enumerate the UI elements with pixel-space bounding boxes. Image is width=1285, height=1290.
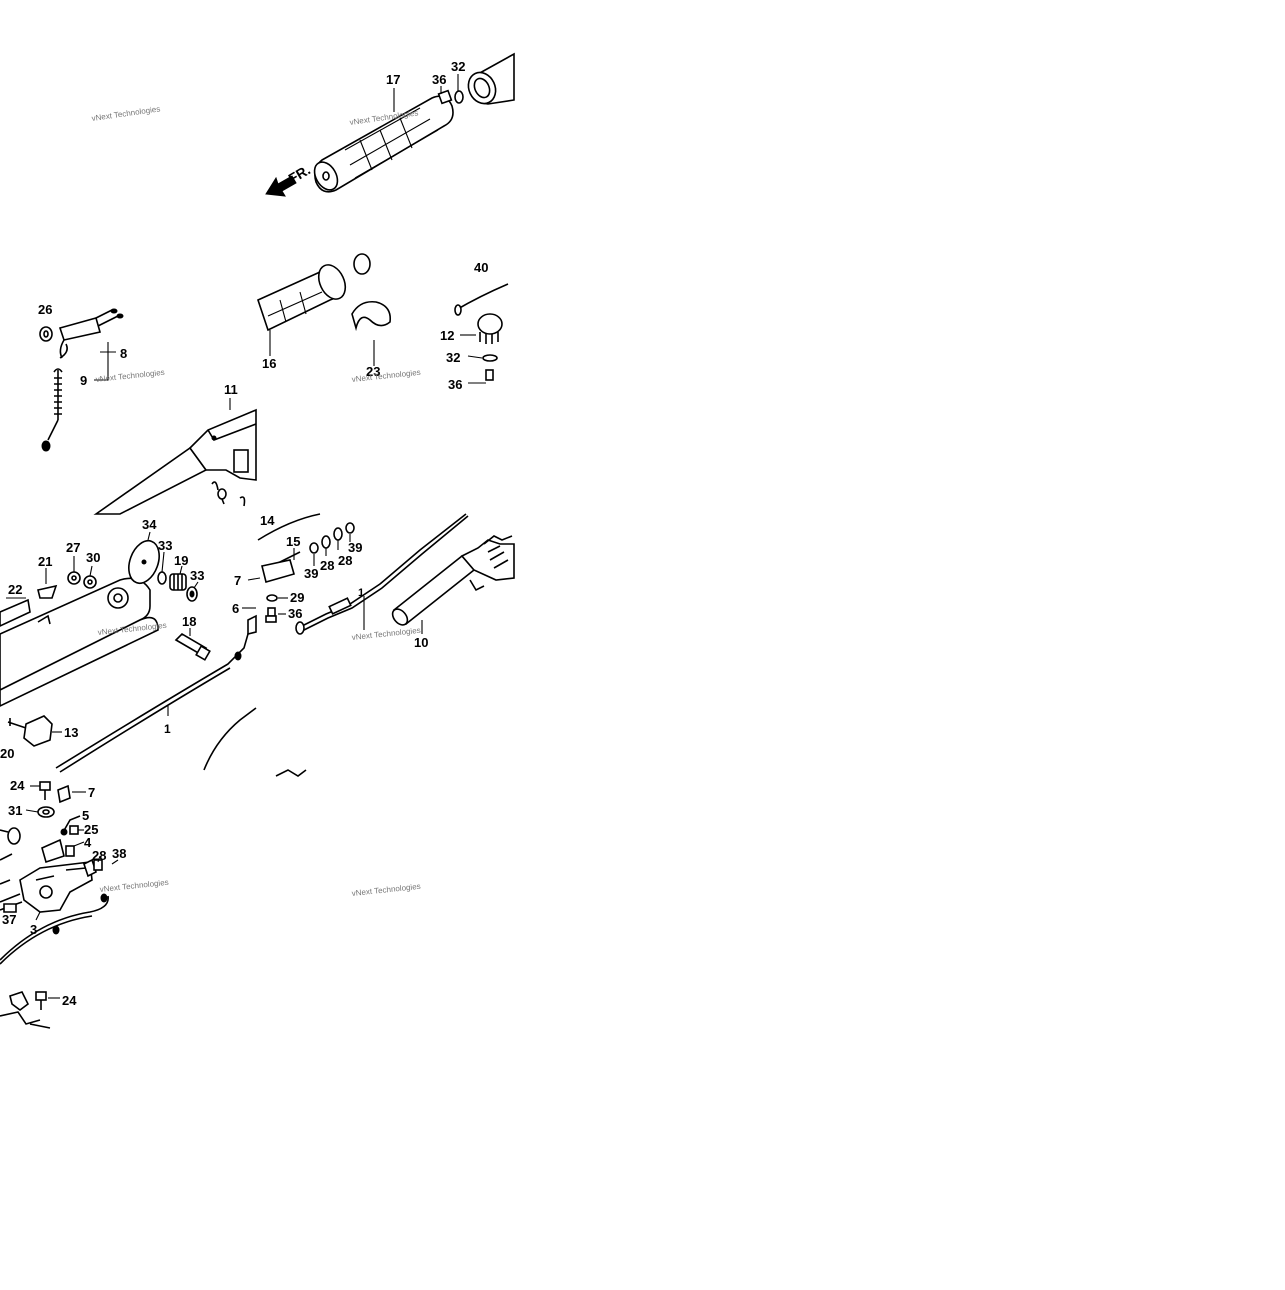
part-label-27: 27 [66, 540, 80, 555]
part-label-36: 36 [448, 377, 462, 392]
watermark: vNext Technologies [351, 626, 421, 642]
part-label-6: 6 [232, 601, 239, 616]
part-label-21: 21 [38, 554, 52, 569]
part-label-28: 28 [92, 848, 106, 863]
panel-throttle-housing: 16 23 40 12 32 36 vNext Technologies [257, 253, 509, 392]
part-label-39: 39 [304, 566, 318, 581]
part-label-17: 17 [386, 72, 400, 87]
part-label-36: 36 [288, 606, 302, 621]
grip-17 [313, 95, 454, 193]
part-label-16: 16 [262, 356, 276, 371]
part-label-20: 20 [0, 746, 14, 761]
watermark: vNext Technologies [91, 104, 161, 123]
part-label-28: 28 [338, 553, 352, 568]
panel-cable-tube: 14 15 7 39 28 28 39 6 29 36 vN [232, 513, 515, 777]
part-label-12: 12 [440, 328, 454, 343]
part-label-18: 18 [182, 614, 196, 629]
part-label-36: 36 [432, 72, 446, 87]
part-label-33: 33 [190, 568, 204, 583]
watermark: vNext Technologies [99, 878, 169, 894]
part-label-24: 24 [10, 778, 25, 793]
part-label-1: 1 [358, 587, 364, 599]
part-label-19: 19 [174, 553, 188, 568]
part-label-10: 10 [414, 635, 428, 650]
part-label-1: 1 [164, 722, 171, 736]
panel-tiller-arm: 22 21 27 30 34 33 19 33 18 13 [0, 517, 257, 773]
panel-throttle-linkage: 24 7 31 5 25 4 28 38 37 [0, 778, 169, 1029]
part-label-7: 7 [88, 785, 95, 800]
part-label-8: 8 [120, 346, 127, 361]
part-label-15: 15 [286, 534, 300, 549]
part-label-28: 28 [320, 558, 334, 573]
direction-arrow-icon: FR. [265, 161, 313, 197]
watermark: vNext Technologies [351, 882, 421, 898]
part-label-31: 31 [8, 803, 22, 818]
part-label-37: 37 [2, 912, 16, 927]
part-label-4: 4 [84, 835, 92, 850]
part-label-33: 33 [158, 538, 172, 553]
part-label-11: 11 [224, 382, 238, 397]
part-label-29: 29 [290, 590, 304, 605]
part-label-40: 40 [474, 260, 488, 275]
part-label-30: 30 [86, 550, 100, 565]
watermark: vNext Technologies [351, 368, 421, 384]
panel-throttle-grip: FR. 17 36 32 vNext Technologies vNext Te… [91, 52, 515, 197]
part-label-26: 26 [38, 302, 52, 317]
part-label-5: 5 [82, 808, 89, 823]
part-label-9: 9 [80, 373, 87, 388]
part-label-7: 7 [234, 573, 241, 588]
part-label-32: 32 [446, 350, 460, 365]
part-label-25: 25 [84, 822, 98, 837]
watermark: vNext Technologies [95, 368, 165, 384]
part-label-22: 22 [8, 582, 22, 597]
part-label-14: 14 [260, 513, 275, 528]
part-label-39: 39 [348, 540, 362, 555]
part-label-24: 24 [62, 993, 77, 1008]
part-label-13: 13 [64, 725, 78, 740]
part-label-34: 34 [142, 517, 157, 532]
part-label-3: 3 [30, 922, 37, 937]
part-label-32: 32 [451, 59, 465, 74]
part-label-23: 23 [366, 364, 380, 379]
part-label-38: 38 [112, 846, 126, 861]
panel-stop-switch: 26 8 9 vNext Technologies 11 [38, 302, 257, 515]
